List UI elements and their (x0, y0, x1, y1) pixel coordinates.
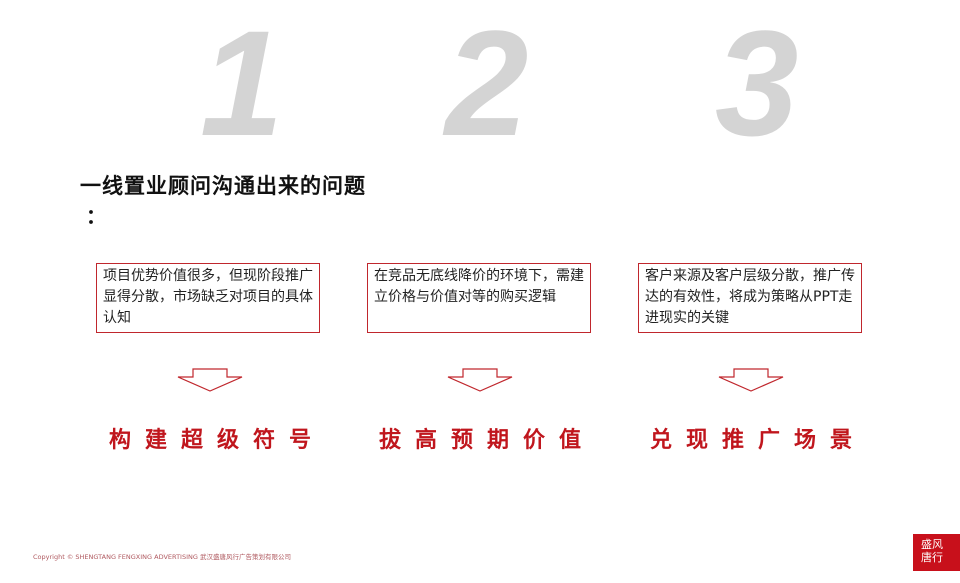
headline-2: 拔高预期价值 (378, 428, 595, 453)
slide-title: 一线置业顾问沟通出来的问题 (80, 174, 366, 198)
headline-1: 构建超级符号 (108, 428, 325, 453)
down-arrow-icon (718, 368, 784, 392)
title-colon: ： (86, 204, 106, 228)
down-arrow-icon (177, 368, 243, 392)
headline-3: 兑现推广场景 (649, 428, 866, 453)
problem-box-1: 项目优势价值很多，但现阶段推广显得分散，市场缺乏对项目的具体认知 (96, 263, 320, 333)
problem-box-2: 在竞品无底线降价的环境下，需建立价格与价值对等的购买逻辑 (367, 263, 591, 333)
brand-logo: 盛风唐行 (913, 534, 960, 571)
down-arrow-icon (447, 368, 513, 392)
problem-box-3: 客户来源及客户层级分散，推广传达的有效性，将成为策略从PPT走进现实的关键 (638, 263, 862, 333)
number-1: 1 (200, 0, 284, 167)
copyright-footer: Copyright © SHENGTANG FENGXING ADVERTISI… (33, 553, 291, 561)
number-3: 3 (715, 0, 799, 167)
number-2: 2 (445, 0, 529, 167)
